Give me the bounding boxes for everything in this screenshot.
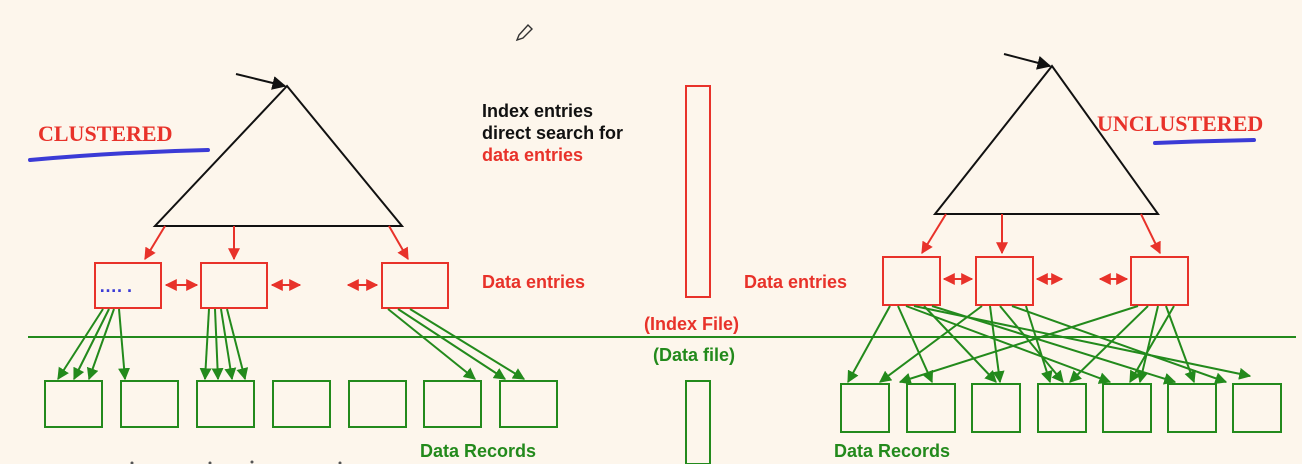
left-data-entry-2 <box>200 262 268 309</box>
right-record-pointers <box>847 305 1252 385</box>
left-record-pointers <box>57 308 526 381</box>
left-data-entry-3 <box>381 262 449 309</box>
index-file-bar <box>685 85 711 298</box>
right-data-entry-1 <box>882 256 941 306</box>
data-entries-label-mid: Data entries <box>482 272 585 292</box>
bottom-specks <box>130 460 342 464</box>
left-data-records <box>44 380 558 428</box>
right-data-entry-2 <box>975 256 1034 306</box>
clustered-underline <box>28 148 210 162</box>
clustered-tree <box>152 73 405 227</box>
left-index-pointers <box>144 225 409 261</box>
right-data-records <box>840 383 1282 433</box>
right-index-pointers <box>921 213 1161 255</box>
ellipsis-dots: …. . <box>99 276 132 296</box>
unclustered-tree <box>932 53 1160 215</box>
unclustered-label: UNCLUSTERED <box>1097 111 1263 136</box>
data-records-label-left: Data Records <box>420 441 536 461</box>
index-entries-caption: Index entries direct search for data ent… <box>482 101 628 165</box>
data-file-bar <box>685 380 711 464</box>
clustered-label: CLUSTERED <box>38 121 172 146</box>
left-data-entry-1 <box>94 262 162 309</box>
unclustered-underline <box>1153 138 1256 145</box>
data-records-label-right: Data Records <box>834 441 950 461</box>
right-data-entry-3 <box>1130 256 1189 306</box>
data-entries-label-right: Data entries <box>744 272 847 292</box>
data-file-label: (Data file) <box>653 345 735 365</box>
index-file-label: (Index File) <box>644 314 739 334</box>
pencil-cursor-icon <box>515 23 533 42</box>
